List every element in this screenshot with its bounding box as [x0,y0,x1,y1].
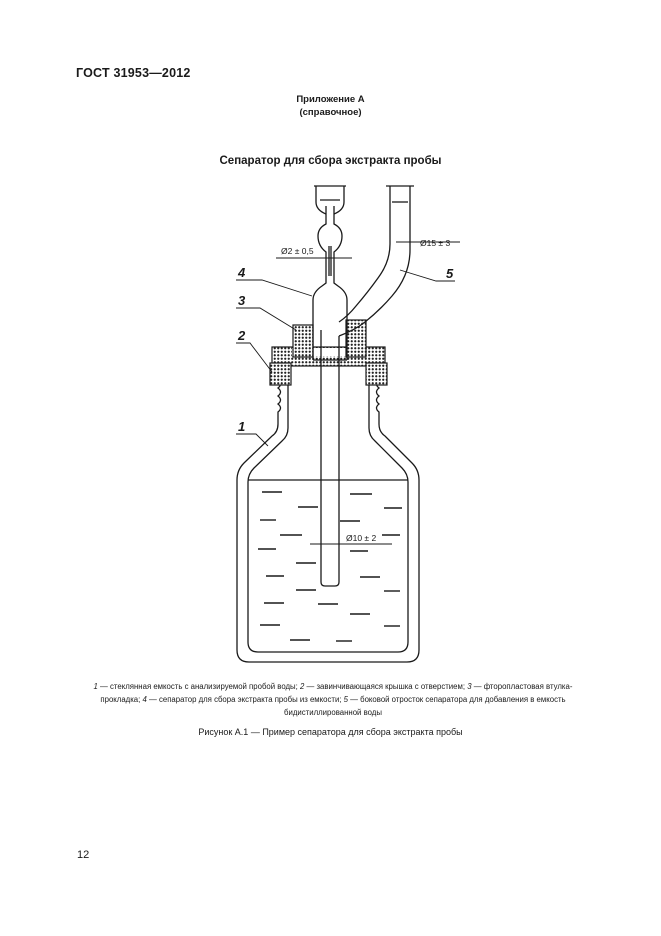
legend-text-2: завинчивающаяся крышка с отверстием; [316,682,466,691]
bushing-right [345,319,367,358]
leader-4 [236,279,313,297]
cap-opening [292,348,365,356]
appendix-subtitle: (справочное) [299,107,362,118]
legend-num-1: 1 [93,682,98,691]
legend-text-3: фторопластовая втулка-прокладка; [100,682,573,704]
page-number: 12 [77,849,90,861]
separator-funnel [315,186,345,215]
legend-num-2: 2 [300,682,305,691]
figure-legend: 1 — стеклянная емкость с анализируемой п… [93,682,573,717]
callout-5: 5 [446,266,454,281]
separator-inner-tube [320,330,340,587]
figure-caption: Рисунок А.1 — Пример сепаратора для сбор… [198,727,463,737]
bottle-inner-wall [247,372,409,653]
dim-separator-label: Ø10 ± 2 [346,533,376,543]
callout-1: 1 [238,419,245,434]
separator-top-tube [317,206,343,272]
callout-3: 3 [238,293,246,308]
leader-1 [236,433,269,447]
screw-cap-right-skirt [365,362,388,386]
appendix-title: Приложение А [296,94,365,105]
leader-2 [236,342,273,373]
legend-text-1: стеклянная емкость с анализируемой пробо… [110,682,298,691]
side-tube [338,186,411,337]
bottle-outer-wall [236,376,420,663]
callout-2: 2 [237,328,246,343]
document-header: ГОСТ 31953—2012 [76,66,191,80]
appendix-heading: Приложение А (справочное) [0,93,661,119]
figure-title: Сепаратор для сбора экстракта пробы [219,155,442,167]
legend-text-4: сепаратор для сбора экстракта пробы из е… [158,695,342,704]
dim-capillary-label: Ø2 ± 0,5 [281,246,314,256]
legend-num-5: 5 [343,695,348,704]
liquid-dashes [258,491,402,642]
separator-body [312,272,348,360]
separator-drawing: Ø2 ± 0,5 Ø15 ± 3 Ø10 ± 2 4 3 2 1 5 [236,185,460,663]
legend-num-3: 3 [467,682,472,691]
legend-text-5: боковой отросток сепаратора для добавлен… [284,695,566,717]
screw-cap-left-skirt [269,362,292,386]
leader-3 [236,307,297,331]
legend-num-4: 4 [142,695,147,704]
leader-5 [399,269,455,282]
callout-4: 4 [237,265,246,280]
dim-side-tube-label: Ø15 ± 3 [420,238,450,248]
